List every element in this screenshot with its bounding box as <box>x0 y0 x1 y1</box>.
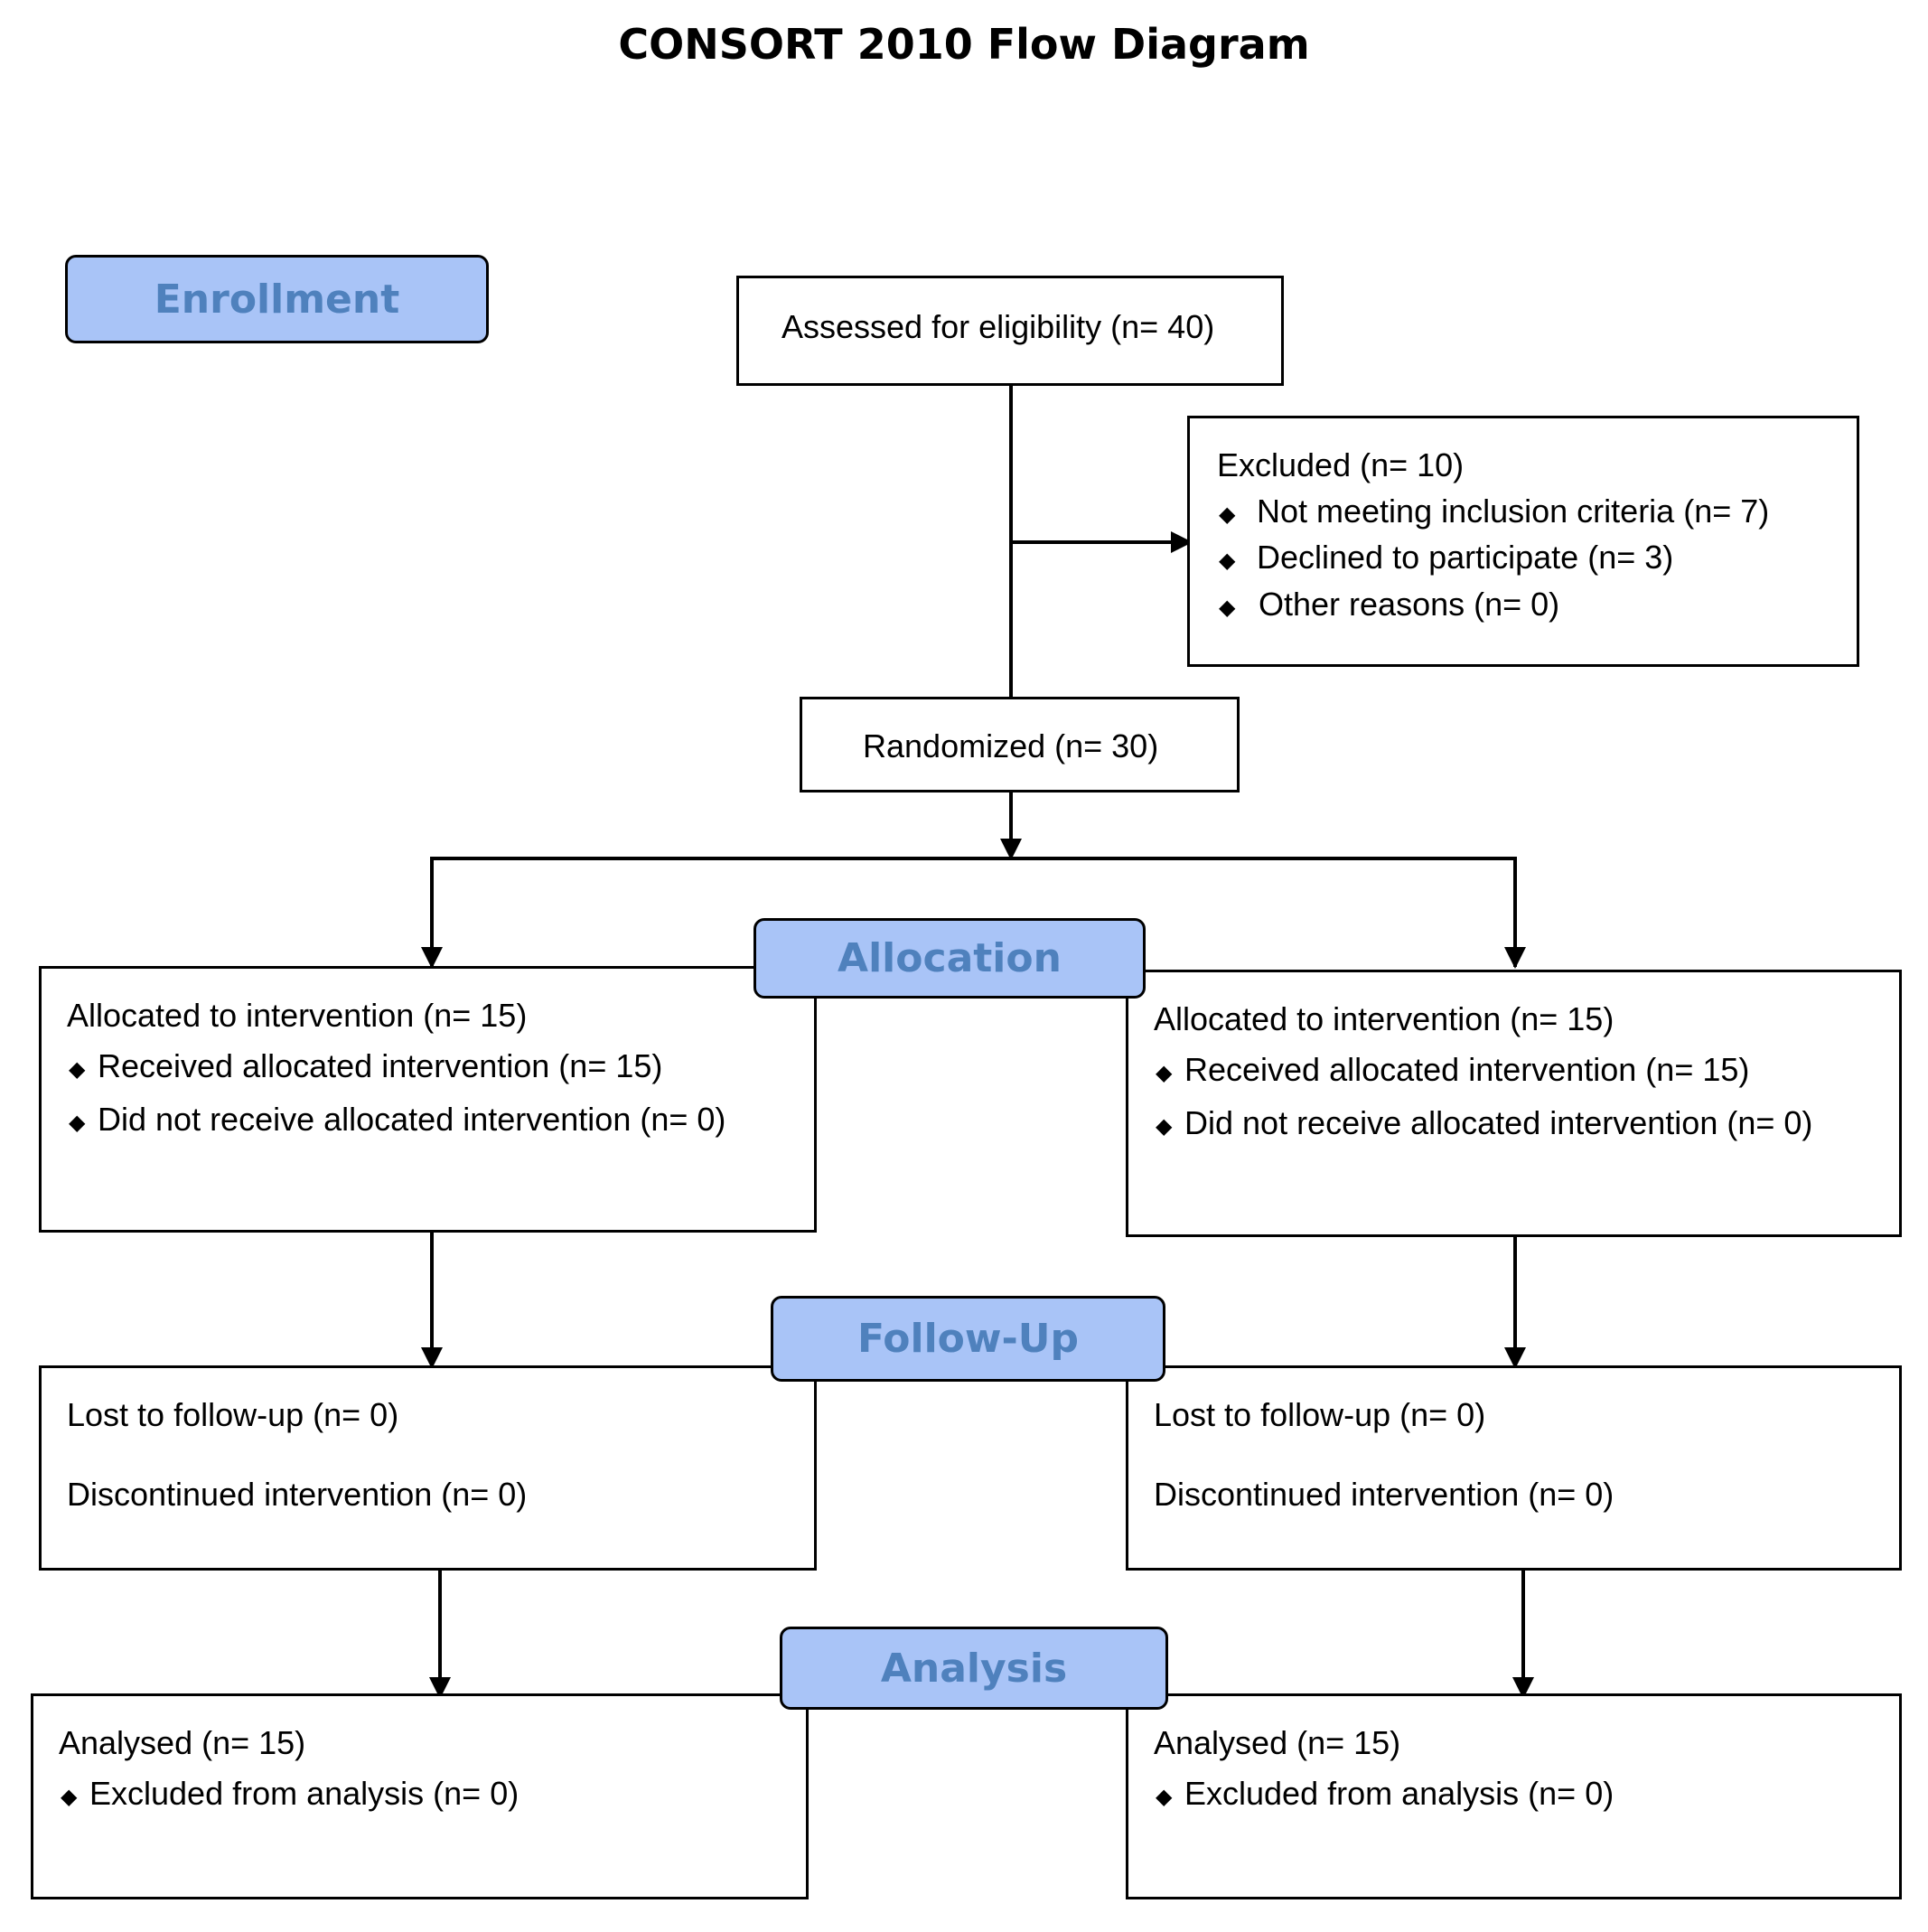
followup-left-box: Lost to follow-up (n= 0) Discontinued in… <box>39 1365 817 1571</box>
stage-allocation: Allocation <box>753 918 1146 999</box>
excluded-item: Not meeting inclusion criteria (n= 7) <box>1257 492 1770 530</box>
bullet-icon: ◆ <box>1219 549 1236 573</box>
allocation-left-box: Allocated to intervention (n= 15) ◆ Rece… <box>39 966 817 1233</box>
bullet-icon: ◆ <box>1219 502 1236 527</box>
allocation-left-item: Did not receive allocated intervention (… <box>98 1101 726 1138</box>
bullet-icon: ◆ <box>69 1111 86 1135</box>
assessed-text: Assessed for eligibility (n= 40) <box>781 308 1215 345</box>
bullet-icon: ◆ <box>69 1057 86 1082</box>
split-line <box>430 857 1517 967</box>
allocation-right-box: Allocated to intervention (n= 15) ◆ Rece… <box>1126 970 1902 1237</box>
bullet-icon: ◆ <box>1156 1785 1173 1809</box>
analysis-right-item: Excluded from analysis (n= 0) <box>1184 1775 1614 1812</box>
randomized-box: Randomized (n= 30) <box>800 697 1240 792</box>
bullet-icon: ◆ <box>1219 596 1236 620</box>
followup-right-discontinued: Discontinued intervention (n= 0) <box>1154 1476 1614 1513</box>
stage-follow-up-label: Follow-Up <box>856 1316 1080 1362</box>
excluded-item: Other reasons (n= 0) <box>1259 586 1560 623</box>
analysis-left-box: Analysed (n= 15) ◆ Excluded from analysi… <box>31 1693 809 1899</box>
followup-right-box: Lost to follow-up (n= 0) Discontinued in… <box>1126 1365 1902 1571</box>
bullet-icon: ◆ <box>1156 1061 1173 1085</box>
analysis-right-header: Analysed (n= 15) <box>1154 1724 1401 1761</box>
excluded-box: Excluded (n= 10) ◆ Not meeting inclusion… <box>1187 416 1859 667</box>
allocation-right-header: Allocated to intervention (n= 15) <box>1154 1000 1614 1037</box>
followup-right-lost: Lost to follow-up (n= 0) <box>1154 1396 1486 1433</box>
stage-analysis-label: Analysis <box>880 1645 1068 1692</box>
allocation-left-header: Allocated to intervention (n= 15) <box>67 997 528 1034</box>
excluded-header: Excluded (n= 10) <box>1217 446 1465 483</box>
stage-enrollment-label: Enrollment <box>154 276 400 323</box>
stage-allocation-label: Allocation <box>838 935 1062 981</box>
bullet-icon: ◆ <box>61 1785 78 1809</box>
analysis-right-box: Analysed (n= 15) ◆ Excluded from analysi… <box>1126 1693 1902 1899</box>
randomized-text: Randomized (n= 30) <box>863 727 1159 764</box>
excluded-item: Declined to participate (n= 3) <box>1257 539 1674 576</box>
stage-analysis: Analysis <box>780 1627 1168 1710</box>
stage-enrollment: Enrollment <box>65 255 489 343</box>
stage-follow-up: Follow-Up <box>771 1296 1165 1382</box>
allocation-right-item: Did not receive allocated intervention (… <box>1184 1104 1813 1141</box>
followup-left-discontinued: Discontinued intervention (n= 0) <box>67 1476 528 1513</box>
diagram-title: CONSORT 2010 Flow Diagram <box>618 20 1310 69</box>
analysis-left-header: Analysed (n= 15) <box>59 1724 306 1761</box>
bullet-icon: ◆ <box>1156 1114 1173 1139</box>
allocation-left-item: Received allocated intervention (n= 15) <box>98 1047 663 1084</box>
allocation-right-item: Received allocated intervention (n= 15) <box>1184 1051 1750 1088</box>
followup-left-lost: Lost to follow-up (n= 0) <box>67 1396 399 1433</box>
assessed-box: Assessed for eligibility (n= 40) <box>736 276 1284 386</box>
analysis-left-item: Excluded from analysis (n= 0) <box>89 1775 519 1812</box>
